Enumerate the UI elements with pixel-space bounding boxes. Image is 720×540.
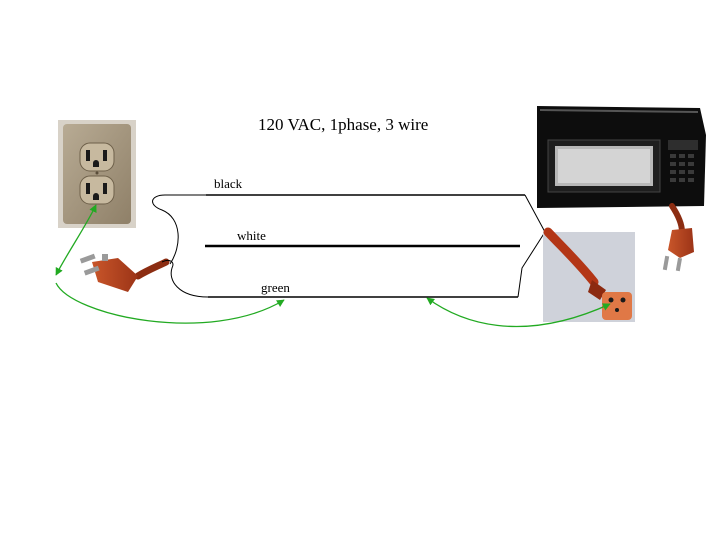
diagram-title: 120 VAC, 1phase, 3 wire: [258, 115, 429, 134]
ground-link-arrows: [55, 204, 611, 328]
microwave-plug-icon: [662, 203, 694, 272]
ground-arrow-outlet: [55, 204, 97, 276]
wire-label-black: black: [214, 176, 243, 191]
male-plug-icon: [79, 253, 170, 292]
ground-arrow-connector: [426, 297, 611, 328]
wall-outlet-icon: [58, 120, 136, 228]
female-connector-icon: [543, 227, 635, 322]
cable-outline: [152, 194, 546, 298]
wire-label-green: green: [261, 280, 290, 295]
wire-label-white: white: [237, 228, 266, 243]
ground-arrow-green-wire: [55, 282, 285, 324]
microwave-oven-icon: [537, 106, 706, 208]
